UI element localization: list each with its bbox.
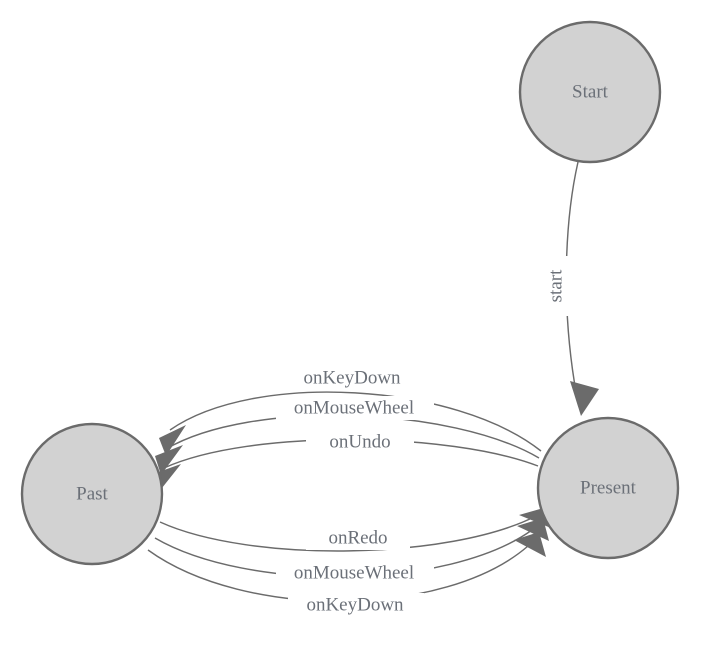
node-start[interactable]: Start — [518, 20, 662, 164]
edge-label-wheel-top-text: onMouseWheel — [294, 397, 414, 418]
edge-path-present-past-keydown — [169, 391, 542, 452]
edge-label-wheel-bottom-bg — [276, 561, 434, 585]
arrowhead-start-present — [570, 381, 599, 416]
edge-present-to-past-onkeydown[interactable] — [159, 391, 542, 456]
edge-label-keydown-top-bg — [285, 366, 421, 390]
node-past-label: Past — [76, 483, 108, 504]
edge-start-to-present[interactable] — [565, 161, 599, 416]
edge-label-keydown-bottom-bg — [288, 593, 424, 617]
edge-label-redo-text: onRedo — [328, 527, 387, 548]
node-present-circle — [536, 416, 680, 560]
edge-label-redo-bg — [306, 526, 410, 550]
arrowhead-present-past-wheel — [155, 445, 183, 475]
node-present-label: Present — [580, 477, 637, 498]
edge-label-wheel-bottom-text: onMouseWheel — [294, 562, 414, 583]
edge-label-wheel-top-bg — [276, 396, 434, 420]
node-start-label: Start — [572, 81, 609, 102]
arrowhead-past-present-keydown — [514, 532, 546, 557]
edge-label-past-present-mousewheel: onMouseWheel — [276, 561, 434, 585]
node-present[interactable]: Present — [536, 416, 680, 560]
edge-label-start: start — [545, 256, 568, 316]
edge-label-present-past-mousewheel: onMouseWheel — [276, 396, 434, 420]
edge-label-past-present-keydown: onKeyDown — [288, 593, 424, 617]
edge-label-past-present-redo: onRedo — [306, 526, 410, 550]
edge-label-undo-bg — [306, 430, 414, 454]
arrowhead-present-past-keydown — [159, 425, 186, 456]
edge-label-start-bg — [546, 256, 568, 316]
edge-label-present-past-keydown: onKeyDown — [285, 366, 421, 390]
edge-label-keydown-bottom-text: onKeyDown — [306, 594, 404, 615]
node-past-circle — [20, 422, 164, 566]
edge-label-present-past-undo: onUndo — [306, 430, 414, 454]
arrowhead-past-present-wheel — [517, 518, 549, 541]
edge-label-keydown-top-text: onKeyDown — [303, 367, 401, 388]
edge-path-start-present — [565, 161, 579, 393]
edge-path-past-present-redo — [159, 515, 537, 552]
edge-label-undo-text: onUndo — [329, 431, 390, 452]
node-start-circle — [518, 20, 662, 164]
edge-label-start-text: start — [545, 269, 566, 302]
node-past[interactable]: Past — [20, 422, 164, 566]
